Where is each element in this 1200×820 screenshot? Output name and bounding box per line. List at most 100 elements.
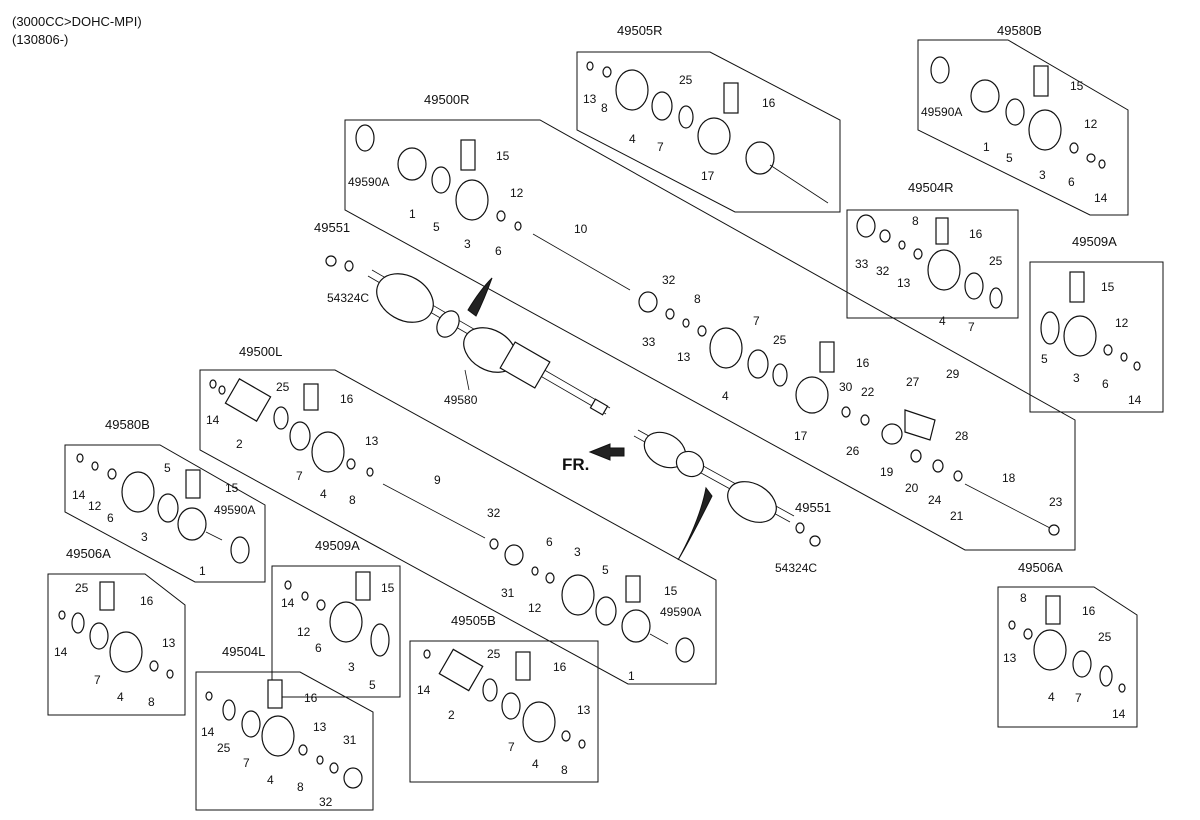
callout-54324C: 54324C — [775, 561, 817, 575]
group-label-49500R: 49500R — [424, 92, 470, 107]
callout-16: 16 — [553, 660, 567, 674]
callout-16: 16 — [340, 392, 354, 406]
callout-21: 21 — [950, 509, 964, 523]
callout-2: 2 — [448, 708, 455, 722]
group-label-49509A-right: 49509A — [1072, 234, 1117, 249]
group-label-49505R: 49505R — [617, 23, 663, 38]
callout-20: 20 — [905, 481, 919, 495]
callout-17: 17 — [701, 169, 715, 183]
callout-25: 25 — [75, 581, 89, 595]
callout-25: 25 — [773, 333, 787, 347]
front-direction-arrow — [588, 443, 625, 461]
callout-7: 7 — [508, 740, 515, 754]
callout-5: 5 — [164, 461, 171, 475]
callout-7: 7 — [657, 140, 664, 154]
callout-14: 14 — [1128, 393, 1142, 407]
callout-49580: 49580 — [444, 393, 478, 407]
callout-23: 23 — [1049, 495, 1063, 509]
group-label-49580B-left: 49580B — [105, 417, 150, 432]
group-label-49551-top: 49551 — [314, 220, 350, 235]
callout-14: 14 — [1094, 191, 1108, 205]
callout-4: 4 — [939, 314, 946, 328]
callout-15: 15 — [381, 581, 395, 595]
callout-25: 25 — [217, 741, 231, 755]
callout-1: 1 — [199, 564, 206, 578]
lower-drive-shaft-assembly — [633, 429, 795, 523]
callout-5: 5 — [602, 563, 609, 577]
callout-12: 12 — [1084, 117, 1098, 131]
callout-16: 16 — [304, 691, 318, 705]
callout-6: 6 — [315, 641, 322, 655]
group-outline-49509A-mid — [271, 565, 401, 698]
callout-14: 14 — [72, 488, 86, 502]
callout-13: 13 — [365, 434, 379, 448]
callout-5: 5 — [1006, 151, 1013, 165]
callout-12: 12 — [528, 601, 542, 615]
callout-7: 7 — [296, 469, 303, 483]
callout-13: 13 — [1003, 651, 1017, 665]
callout-13: 13 — [583, 92, 597, 106]
callout-25: 25 — [679, 73, 693, 87]
callout-8: 8 — [297, 780, 304, 794]
group-outline-49580B-left — [64, 444, 266, 583]
lower-arrow-indicator — [677, 486, 713, 561]
group-label-49506A-right: 49506A — [1018, 560, 1063, 575]
front-direction-label: FR. — [562, 455, 589, 474]
callout-4: 4 — [1048, 690, 1055, 704]
callout-6: 6 — [107, 511, 114, 525]
callout-33: 33 — [855, 257, 869, 271]
callout-12: 12 — [297, 625, 311, 639]
group-outline-49506A-right — [997, 586, 1138, 728]
callout-8: 8 — [912, 214, 919, 228]
callout-24: 24 — [928, 493, 942, 507]
callout-10: 10 — [574, 222, 588, 236]
callout-3: 3 — [574, 545, 581, 559]
callout-8: 8 — [148, 695, 155, 709]
callout-3: 3 — [464, 237, 471, 251]
callout-28: 28 — [955, 429, 969, 443]
callout-13: 13 — [162, 636, 176, 650]
callout-25: 25 — [1098, 630, 1112, 644]
callout-6: 6 — [1068, 175, 1075, 189]
callout-15: 15 — [1070, 79, 1084, 93]
callout-32: 32 — [319, 795, 333, 809]
callout-3: 3 — [1039, 168, 1046, 182]
callout-13: 13 — [577, 703, 591, 717]
callout-3: 3 — [348, 660, 355, 674]
callout-49590A: 49590A — [921, 105, 962, 119]
parts-49506A-left — [58, 581, 174, 679]
callout-26: 26 — [846, 444, 860, 458]
callout-4: 4 — [320, 487, 327, 501]
callout-7: 7 — [243, 756, 250, 770]
parts-49506A-right — [1008, 595, 1126, 693]
callout-7: 7 — [94, 673, 101, 687]
callout-7: 7 — [1075, 691, 1082, 705]
parts-49500R — [355, 124, 1060, 536]
callout-8: 8 — [561, 763, 568, 777]
callout-1: 1 — [983, 140, 990, 154]
callout-12: 12 — [88, 499, 102, 513]
group-outline-49505B — [409, 640, 599, 783]
callout-31: 31 — [343, 733, 357, 747]
callout-4: 4 — [117, 690, 124, 704]
callout-16: 16 — [856, 356, 870, 370]
parts-49509A-mid — [284, 571, 390, 657]
callout-4: 4 — [722, 389, 729, 403]
callout-33: 33 — [642, 335, 656, 349]
parts-49551-and-54324C — [325, 255, 821, 547]
group-outline-49580B-right — [917, 39, 1129, 216]
callout-8: 8 — [601, 101, 608, 115]
header-engine-spec: (3000CC>DOHC-MPI) — [12, 14, 142, 29]
callout-16: 16 — [969, 227, 983, 241]
callout-6: 6 — [546, 535, 553, 549]
parts-49504L — [205, 679, 363, 789]
callout-14: 14 — [1112, 707, 1126, 721]
callout-8: 8 — [349, 493, 356, 507]
callout-15: 15 — [496, 149, 510, 163]
callout-12: 12 — [1115, 316, 1129, 330]
callout-6: 6 — [495, 244, 502, 258]
parts-49580B-right — [930, 56, 1106, 169]
group-label-49505B: 49505B — [451, 613, 496, 628]
callout-5: 5 — [1041, 352, 1048, 366]
